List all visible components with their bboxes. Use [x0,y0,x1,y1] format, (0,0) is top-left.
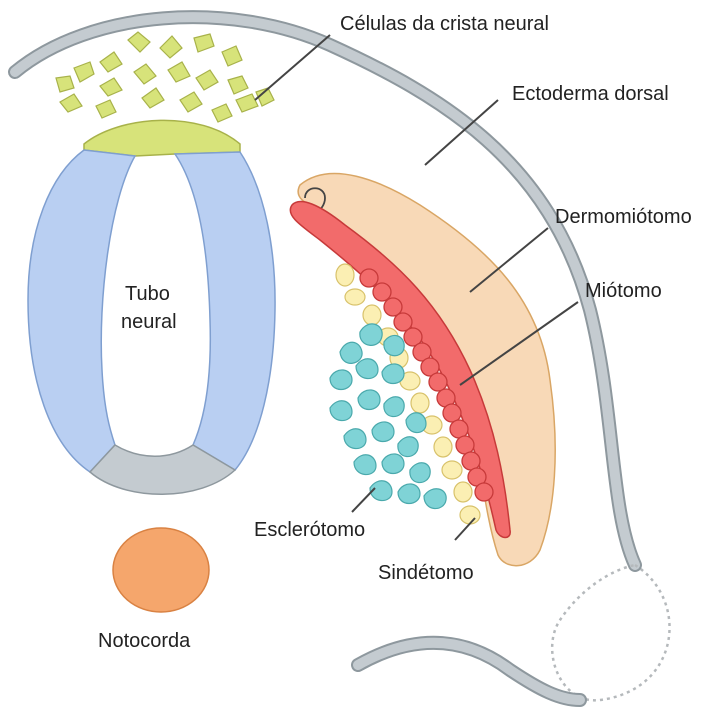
label-notochord: Notocorda [98,630,191,652]
limb-bud-dotted-outline [552,565,669,700]
label-dermomyotome: Dermomiótomo [555,206,692,228]
notochord [113,528,209,612]
roof-plate [84,120,240,156]
neural-tube-right-wall [175,152,275,470]
label-sclerotome: Esclerótomo [254,519,365,541]
neural-crest-cells [56,32,274,122]
leader-sclerotome [352,488,375,512]
label-syndetome: Sindétomo [378,562,474,584]
label-myotome: Miótomo [585,280,662,302]
neural-tube-left-wall [28,150,135,472]
label-neural-crest: Células da crista neural [340,13,549,35]
label-dorsal-ectoderm: Ectoderma dorsal [512,83,669,105]
leader-neural-crest [255,35,330,100]
label-neural-tube-line2: neural [121,311,177,333]
label-neural-tube-line1: Tubo [125,283,170,305]
body-wall-inner [358,643,580,700]
